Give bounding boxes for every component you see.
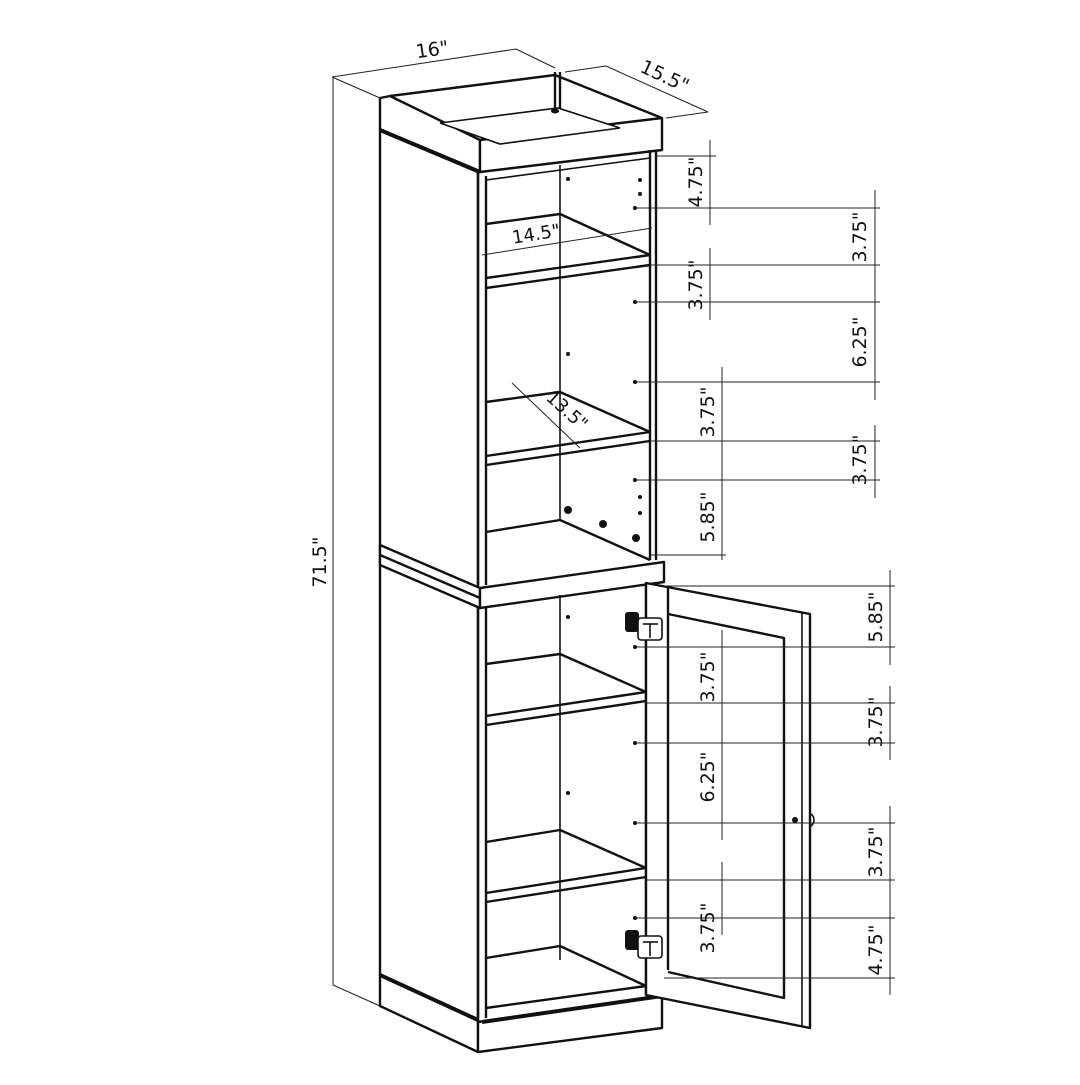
overall-depth-label: 15.5" — [637, 56, 693, 98]
upper-dim-4: 5.85" — [697, 491, 719, 542]
hinge-icon-top — [625, 612, 663, 641]
upper-dim-2: 3.75" — [685, 259, 707, 310]
mid-divider-front — [478, 560, 666, 610]
lower-dim-6: 3.75" — [865, 826, 887, 877]
lower-section-dimensions: 3.75" 6.25" 3.75" 5.85" 3.75" 3.75" 4.75… — [636, 570, 895, 995]
lower-dim-4: 5.85" — [865, 591, 887, 642]
upper-dim-1: 4.75" — [685, 156, 707, 207]
lower-dim-3: 3.75" — [697, 902, 719, 953]
upper-shelf-1 — [485, 212, 651, 257]
lower-shelf-bottom — [485, 944, 647, 988]
cabinet-door[interactable] — [644, 581, 812, 1030]
overall-width-label: 16" — [414, 37, 450, 63]
upper-dim-3: 3.75" — [697, 386, 719, 437]
upper-dim-7: 3.75" — [849, 434, 871, 485]
shelf-pin-holes — [564, 177, 642, 920]
cabinet-body — [378, 72, 815, 1054]
lower-dim-5: 3.75" — [865, 696, 887, 747]
cable-hole — [551, 108, 559, 114]
interior-dimensions: 14.5" 13.5" — [481, 220, 653, 449]
upper-dim-5: 3.75" — [849, 211, 871, 262]
upper-shelf-2 — [485, 390, 651, 434]
door-inner-frame — [667, 612, 786, 1000]
overall-height-label: 71.5" — [309, 536, 331, 587]
hinge-icon-bottom — [625, 930, 663, 959]
lower-shelf-1 — [485, 652, 647, 694]
top-surface — [439, 107, 621, 145]
upper-shelf-bottom — [485, 518, 651, 562]
door-knob[interactable] — [792, 817, 798, 823]
lower-dim-7: 4.75" — [865, 924, 887, 975]
door-knob-edge — [809, 813, 815, 827]
upper-dim-6: 6.25" — [849, 316, 871, 367]
shelf-width-label: 14.5" — [511, 220, 562, 248]
upper-section-dimensions: 4.75" 3.75" 3.75" 5.85" 3.75" 6.25" 3.75… — [636, 140, 880, 560]
lower-dim-2: 6.25" — [697, 751, 719, 802]
lower-shelf-2 — [485, 828, 647, 870]
lower-dim-1: 3.75" — [697, 651, 719, 702]
